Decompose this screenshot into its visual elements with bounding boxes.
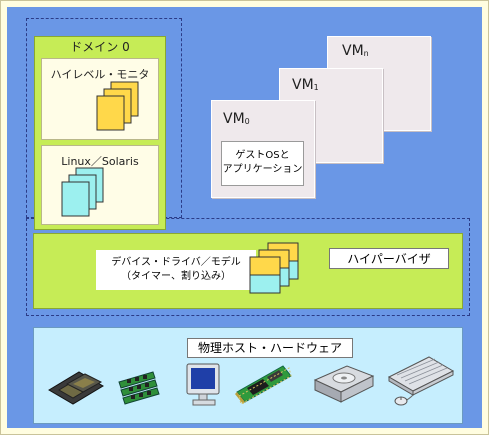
monitor-label: ハイレベル・モニタ	[50, 68, 150, 81]
os-label: Linux／Solaris	[61, 155, 139, 168]
hardware-label: 物理ホスト・ハードウェア	[187, 338, 353, 358]
vm-n-label: VMn	[342, 43, 369, 59]
driver-line2: （タイマー、割り込み）	[121, 271, 231, 282]
guest-os-line2: アプリケーション	[222, 164, 303, 175]
os-documents-icon	[61, 167, 104, 217]
keyboard-mouse-icon	[387, 356, 455, 406]
domain0-title: ドメイン 0	[70, 40, 130, 54]
vm-1-label: VM1	[292, 77, 319, 93]
memory-icon	[118, 371, 160, 405]
driver-label-box: デバイス・ドライバ／モデル （タイマー、割り込み）	[96, 250, 256, 290]
hypervisor-label: ハイパーバイザ	[329, 248, 449, 269]
hypervisor-dashed-boundary	[26, 218, 470, 316]
expansion-card-icon	[235, 365, 292, 405]
guest-os-line1: ゲストOSと	[235, 150, 290, 161]
driver-stack-icon	[249, 242, 299, 294]
monitor-icon	[186, 363, 220, 406]
guest-os-box: ゲストOSと アプリケーション	[221, 141, 304, 186]
disk-drive-icon	[313, 365, 375, 403]
monitor-documents-icon	[96, 81, 139, 131]
vm-0-label: VM0	[223, 111, 250, 127]
driver-line1: デバイス・ドライバ／モデル	[111, 257, 241, 268]
cpu-icon	[48, 371, 104, 405]
